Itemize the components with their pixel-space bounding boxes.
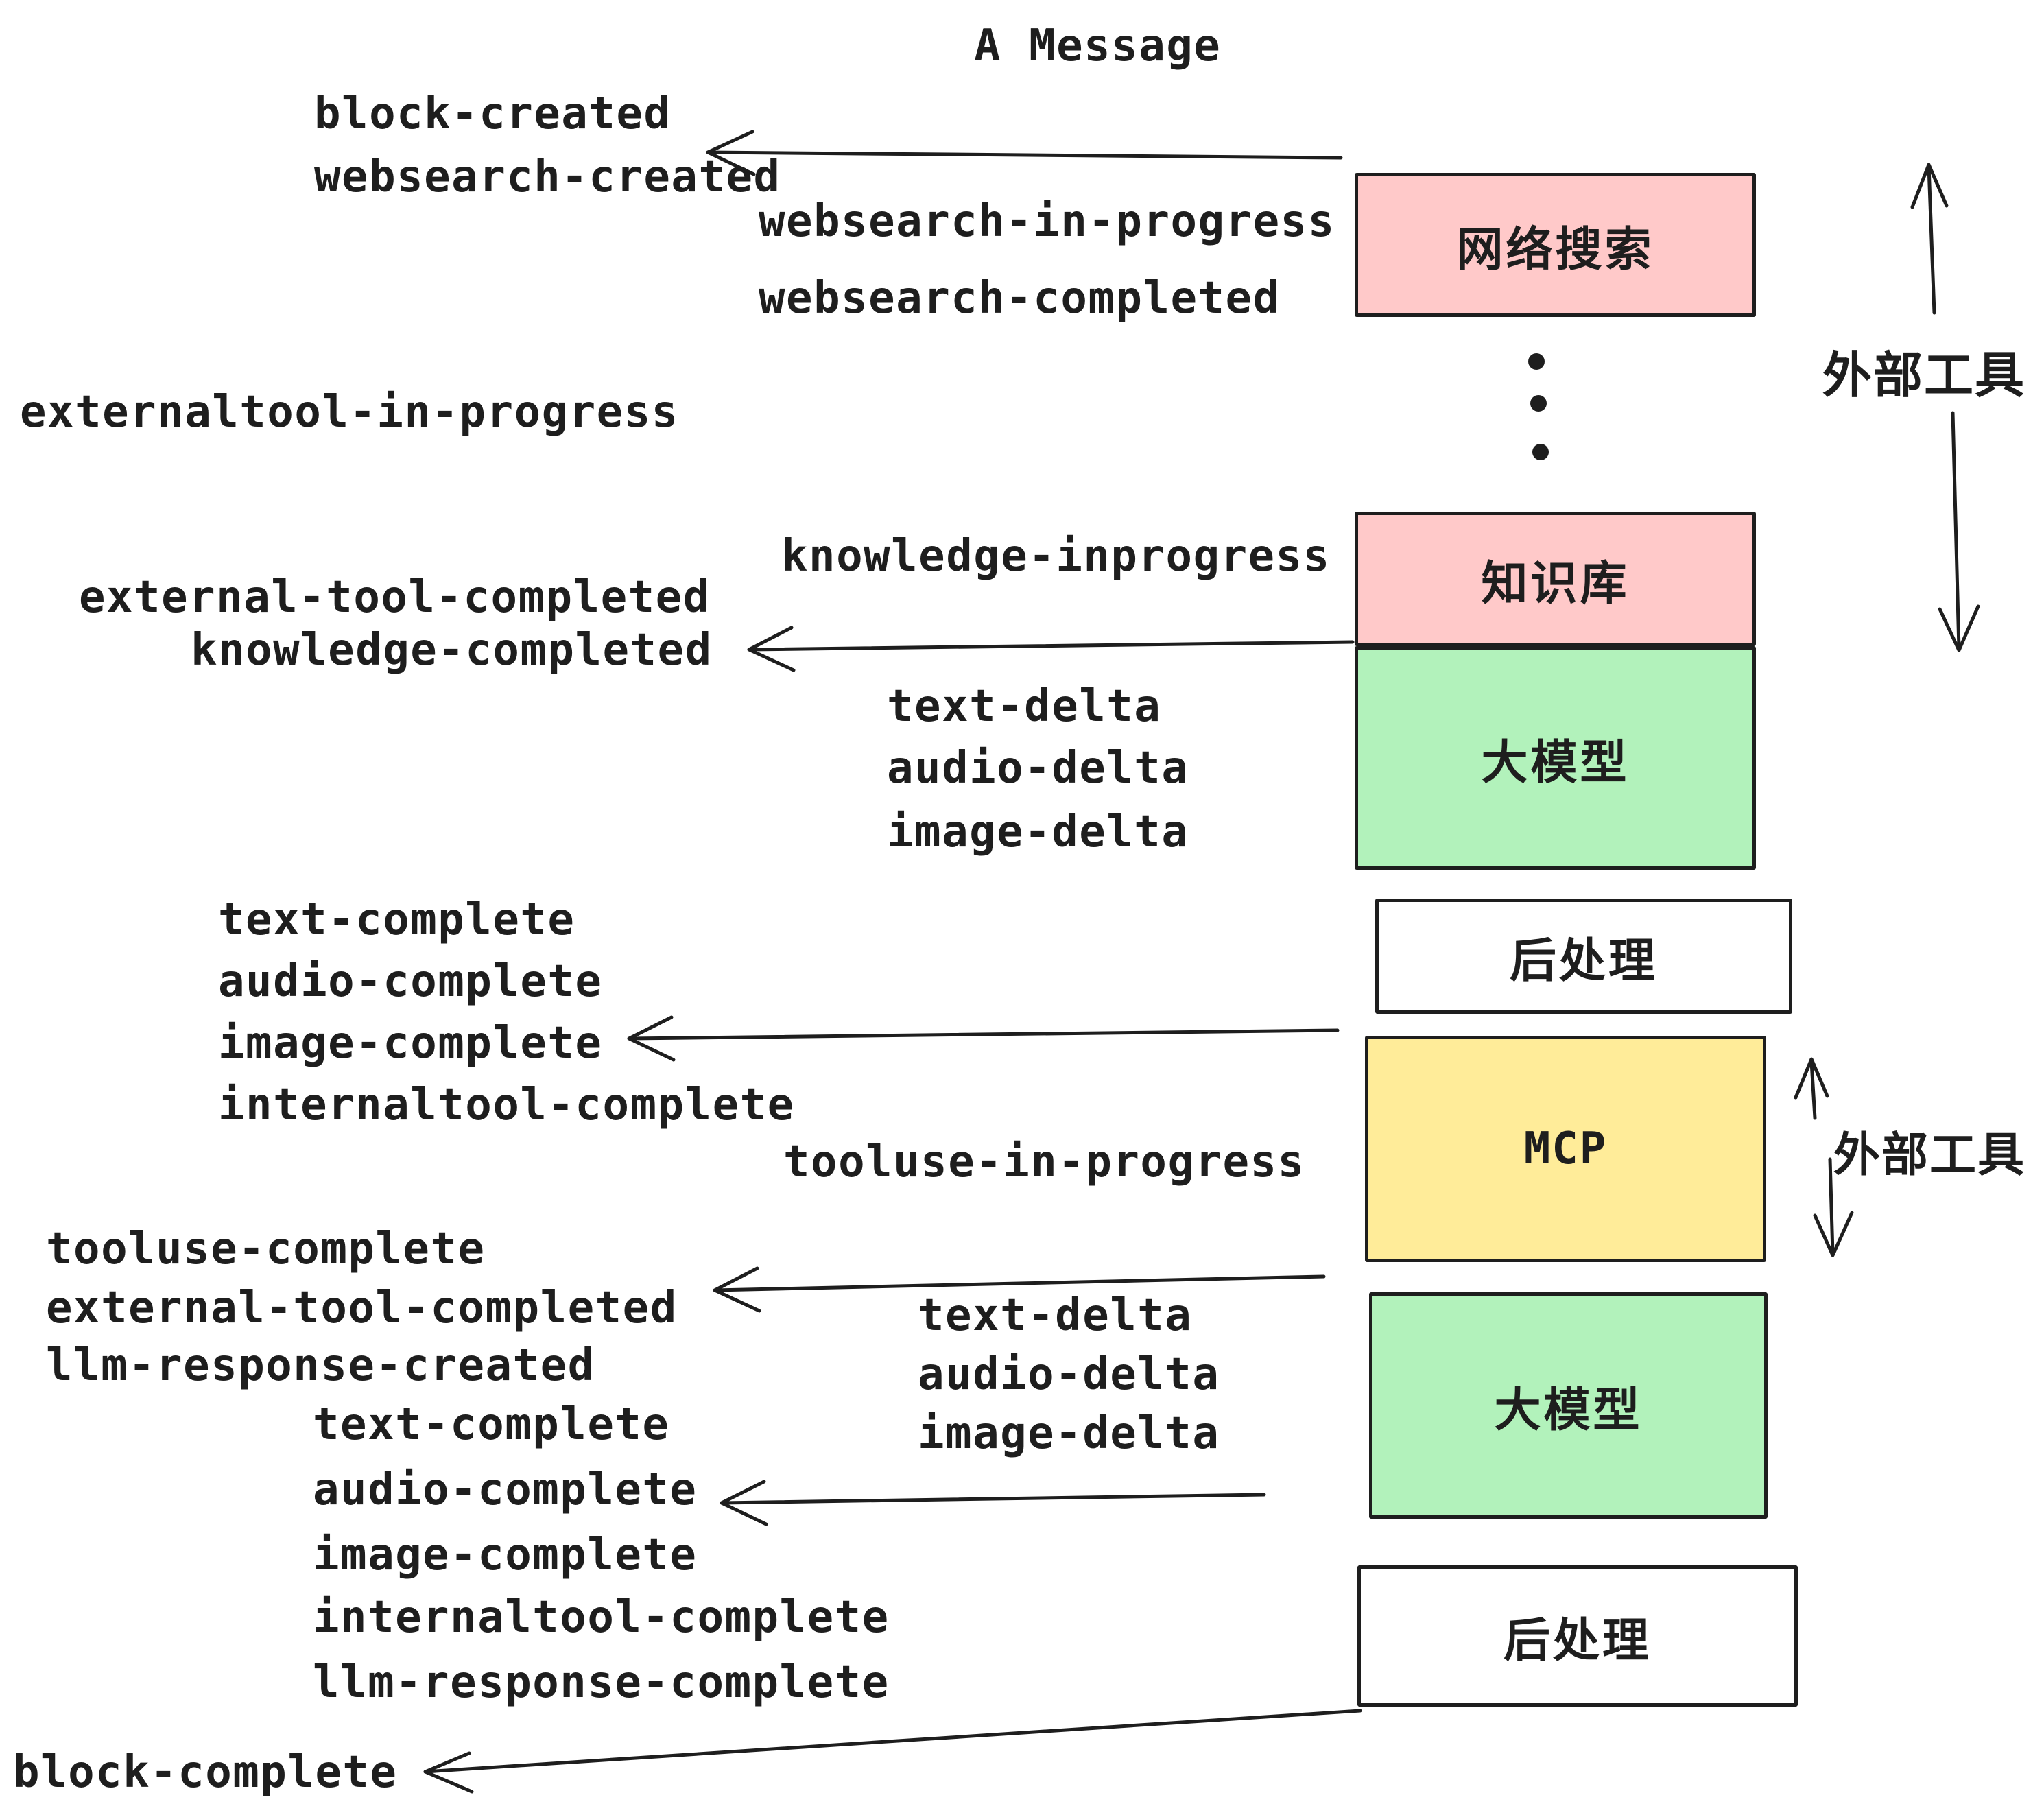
box-post-process-2: 后处理 bbox=[1357, 1565, 1798, 1707]
event-block-created: block-created bbox=[314, 88, 672, 139]
box-mcp: MCP bbox=[1365, 1036, 1766, 1262]
box-web-search: 网络搜索 bbox=[1355, 173, 1756, 317]
box-knowledge-base-label: 知识库 bbox=[1481, 557, 1630, 610]
event-llm-response-created: llm-response-created bbox=[46, 1340, 595, 1391]
event-audio-complete: audio-complete bbox=[218, 956, 603, 1007]
event-websearch-completed: websearch-completed bbox=[759, 273, 1281, 324]
event-external-tool-completed: external-tool-completed bbox=[79, 572, 711, 623]
event-image-delta: image-delta bbox=[887, 807, 1189, 857]
arrow-left-icon bbox=[720, 1480, 1266, 1526]
event-audio-complete-2: audio-complete bbox=[313, 1464, 698, 1515]
arrow-down-icon bbox=[1938, 411, 1980, 652]
event-knowledge-inprogress: knowledge-inprogress bbox=[781, 531, 1331, 582]
box-web-search-label: 网络搜索 bbox=[1456, 223, 1654, 276]
arrow-left-icon bbox=[627, 1015, 1340, 1062]
box-mcp-label: MCP bbox=[1523, 1124, 1608, 1174]
arrow-left-icon bbox=[713, 1266, 1326, 1313]
box-llm-1-label: 大模型 bbox=[1481, 736, 1630, 789]
arrow-down-icon bbox=[1813, 1157, 1854, 1257]
event-externaltool-in-progress: externaltool-in-progress bbox=[20, 387, 679, 438]
event-internaltool-complete: internaltool-complete bbox=[218, 1080, 795, 1130]
event-external-tool-completed-2: external-tool-completed bbox=[46, 1283, 678, 1333]
box-knowledge-base: 知识库 bbox=[1355, 512, 1756, 646]
event-text-complete: text-complete bbox=[218, 894, 575, 945]
arrow-left-icon bbox=[706, 130, 1343, 176]
event-llm-response-complete: llm-response-complete bbox=[313, 1657, 890, 1708]
ellipsis-dots-icon bbox=[1528, 353, 1549, 460]
event-image-delta-2: image-delta bbox=[918, 1408, 1220, 1459]
event-tooluse-complete: tooluse-complete bbox=[46, 1224, 486, 1274]
external-tools-label-2: 外部工具 bbox=[1833, 1129, 2026, 1181]
arrow-up-icon bbox=[1794, 1057, 1829, 1120]
arrow-left-icon bbox=[747, 626, 1355, 672]
box-post-process-2-label: 后处理 bbox=[1503, 1614, 1652, 1667]
event-knowledge-completed: knowledge-completed bbox=[191, 625, 713, 676]
arrow-up-icon bbox=[1910, 163, 1949, 315]
event-block-complete: block-complete bbox=[13, 1747, 398, 1798]
box-post-process-1-label: 后处理 bbox=[1509, 934, 1658, 987]
arrow-left-diagonal-icon bbox=[423, 1709, 1362, 1794]
event-websearch-created: websearch-created bbox=[314, 152, 781, 202]
box-llm-2: 大模型 bbox=[1369, 1292, 1768, 1519]
event-text-complete-2: text-complete bbox=[313, 1399, 670, 1450]
event-text-delta: text-delta bbox=[887, 681, 1162, 732]
event-audio-delta-2: audio-delta bbox=[918, 1349, 1220, 1400]
diagram-title: A Message bbox=[974, 21, 1222, 71]
event-tooluse-in-progress: tooluse-in-progress bbox=[783, 1137, 1305, 1187]
box-llm-1: 大模型 bbox=[1355, 646, 1756, 870]
event-websearch-in-progress: websearch-in-progress bbox=[759, 196, 1335, 247]
event-internaltool-complete-2: internaltool-complete bbox=[313, 1592, 890, 1643]
box-llm-2-label: 大模型 bbox=[1494, 1384, 1643, 1436]
external-tools-label-1: 外部工具 bbox=[1822, 348, 2026, 403]
event-text-delta-2: text-delta bbox=[918, 1290, 1193, 1341]
event-audio-delta: audio-delta bbox=[887, 743, 1189, 794]
box-post-process-1: 后处理 bbox=[1375, 899, 1792, 1014]
event-image-complete-2: image-complete bbox=[313, 1530, 698, 1580]
event-image-complete: image-complete bbox=[218, 1018, 603, 1069]
